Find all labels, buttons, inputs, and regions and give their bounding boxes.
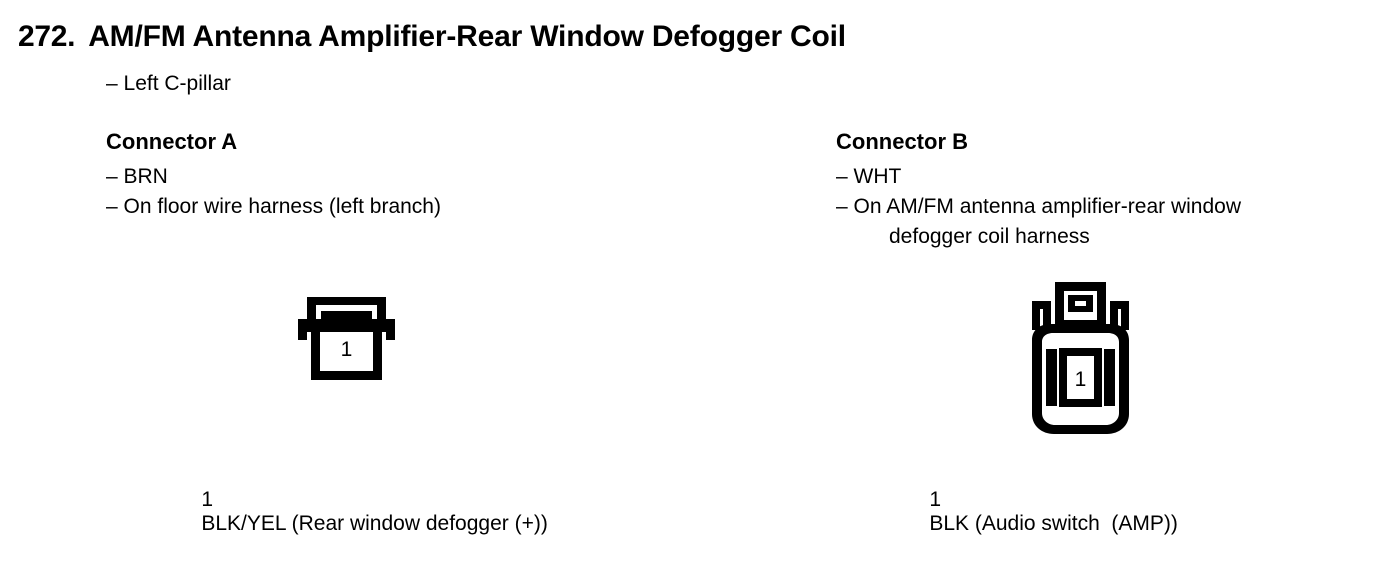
connector-a-pin-legend: 1 BLK/YEL (Rear window defogger (+)) [178, 464, 548, 560]
connector-a-legend-text: BLK/YEL (Rear window defogger (+)) [201, 512, 548, 535]
connector-a-legend-pin: 1 [201, 488, 214, 511]
connector-b-harness-continued: defogger coil harness [889, 224, 1090, 248]
connector-b-color: – WHT [836, 165, 902, 189]
connector-b-harness: – On AM/FM antenna amplifier-rear window [836, 195, 1241, 218]
connector-b-block: Connector B – WHT – On AM/FM antenna amp… [836, 129, 1241, 252]
connector-b-pin-legend: 1 BLK (Audio switch (AMP)) [906, 464, 1178, 560]
connector-a-harness: – On floor wire harness (left branch) [106, 195, 441, 218]
connector-a-heading: Connector A [106, 129, 238, 154]
connector-a-diagram-icon: 1 [298, 297, 395, 380]
connector-b-heading: Connector B [836, 129, 968, 154]
entry-title: AM/FM Antenna Amplifier-Rear Window Defo… [88, 20, 846, 53]
component-location: – Left C-pillar [106, 72, 231, 95]
connector-a-block: Connector A – BRN – On floor wire harnes… [106, 129, 441, 222]
connector-b-pin-number: 1 [1075, 368, 1087, 391]
connector-b-legend-pin: 1 [929, 488, 942, 511]
page-title: 272. AM/FM Antenna Amplifier-Rear Window… [18, 20, 846, 54]
connector-b-diagram-icon: 1 [1032, 282, 1129, 434]
connector-b-legend-text: BLK (Audio switch (AMP)) [929, 512, 1178, 535]
connector-a-color: – BRN [106, 165, 168, 189]
entry-number: 272. [18, 20, 76, 53]
connector-a-pin-number: 1 [341, 338, 353, 361]
